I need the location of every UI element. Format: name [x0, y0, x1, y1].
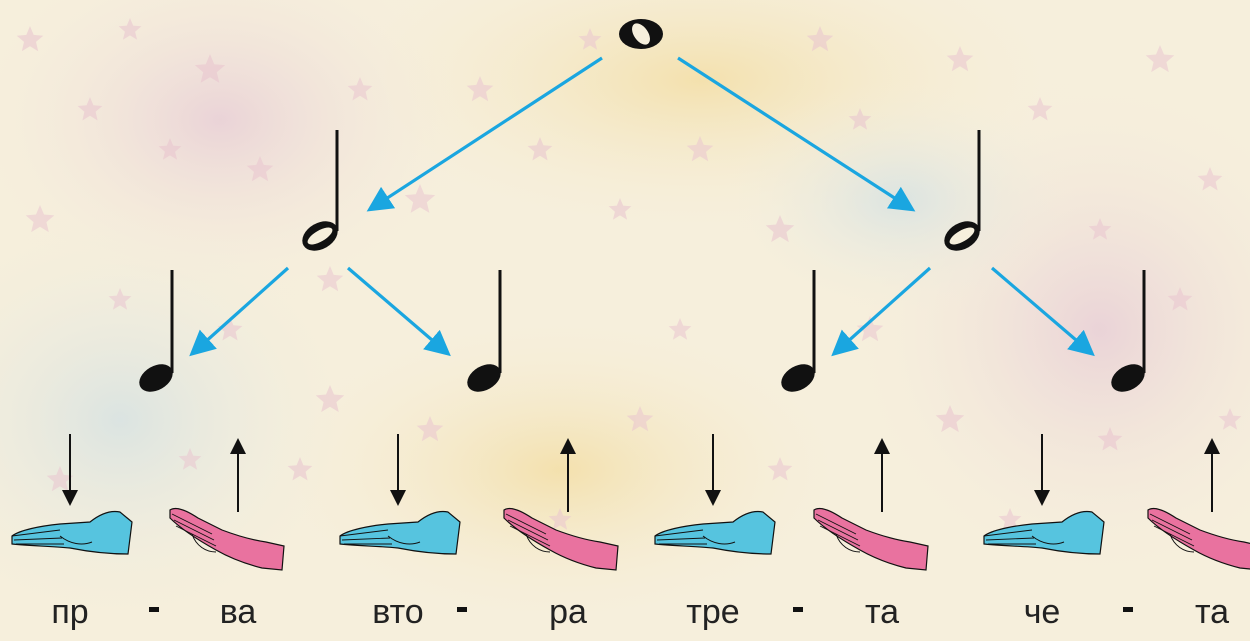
- star-decoration: [178, 448, 202, 470]
- star-decoration: [608, 198, 632, 220]
- palm-down-hand-icon: [11, 510, 133, 555]
- star-decoration: [1088, 218, 1112, 240]
- palm-up-hand-icon: [503, 507, 619, 571]
- star-decoration: [998, 508, 1022, 530]
- star-decoration: [118, 18, 142, 40]
- star-decoration: [416, 416, 444, 442]
- syllable-label: та: [1194, 593, 1230, 631]
- palm-down-hand-icon: [339, 510, 461, 555]
- star-decoration: [246, 156, 274, 182]
- arrow-half-to-quarter-1: [189, 266, 290, 357]
- star-decoration: [1197, 167, 1223, 191]
- star-decoration: [46, 466, 74, 492]
- star-decoration: [548, 508, 572, 530]
- syllable-dash: [457, 607, 467, 612]
- palm-up-hand-icon: [813, 507, 929, 571]
- beat-gestures: [11, 434, 1250, 571]
- palm-down-hand-icon: [654, 510, 776, 555]
- star-decoration: [287, 457, 313, 481]
- quarter-note-icon: [467, 270, 502, 392]
- star-decoration: [316, 266, 344, 292]
- star-decoration: [1145, 45, 1175, 73]
- whole-note-icon: [619, 19, 663, 49]
- star-decoration: [765, 215, 795, 243]
- star-decoration: [158, 138, 182, 160]
- syllable-label: та: [864, 593, 900, 631]
- arrow-half-to-quarter-3: [831, 266, 932, 357]
- star-decoration: [686, 136, 714, 162]
- star-decoration: [404, 184, 436, 213]
- star-decoration: [527, 137, 553, 161]
- star-decoration: [217, 317, 243, 341]
- palm-up-hand-icon: [169, 507, 285, 571]
- syllable-label: пр: [51, 593, 89, 631]
- star-decoration: [347, 77, 373, 101]
- star-decoration: [578, 28, 602, 50]
- star-decoration: [1167, 287, 1193, 311]
- arrow-whole-to-half-left: [366, 56, 603, 212]
- star-decoration: [1218, 408, 1242, 430]
- half-note-icon: [302, 130, 339, 251]
- quarter-note-icon: [139, 270, 174, 392]
- star-decoration: [935, 405, 965, 433]
- quarter-note-icon: [781, 270, 816, 392]
- star-decoration: [946, 46, 974, 72]
- star-decoration: [315, 385, 345, 413]
- palm-up-hand-icon: [1147, 507, 1250, 570]
- star-decoration: [668, 318, 692, 340]
- star-decoration: [626, 406, 654, 432]
- syllable-label: ра: [549, 593, 587, 631]
- arrow-half-to-quarter-2: [346, 266, 451, 357]
- star-decoration: [806, 26, 834, 52]
- star-decoration: [856, 316, 884, 342]
- star-decoration: [194, 54, 226, 83]
- syllable-dash: [793, 607, 803, 612]
- arrow-half-to-quarter-4: [990, 266, 1095, 357]
- star-decoration: [767, 457, 793, 481]
- division-arrows: [189, 56, 1095, 357]
- star-decoration: [108, 288, 132, 310]
- star-decoration: [848, 108, 872, 130]
- arrow-whole-to-half-right: [677, 56, 916, 212]
- star-decoration: [1097, 427, 1123, 451]
- star-decoration: [16, 26, 44, 52]
- star-decoration: [25, 205, 55, 233]
- star-decoration: [77, 97, 103, 121]
- palm-down-hand-icon: [983, 510, 1105, 555]
- syllable-label: тре: [686, 593, 740, 631]
- star-decoration: [466, 76, 494, 102]
- star-decoration: [1027, 97, 1053, 121]
- syllable-label: че: [1023, 593, 1061, 631]
- syllable-dash: [1123, 607, 1133, 612]
- syllable-dash: [149, 607, 159, 612]
- half-note-icon: [944, 130, 981, 251]
- quarter-note-icon: [1111, 270, 1146, 392]
- syllable-label: ва: [219, 593, 257, 631]
- syllable-label: вто: [372, 593, 424, 631]
